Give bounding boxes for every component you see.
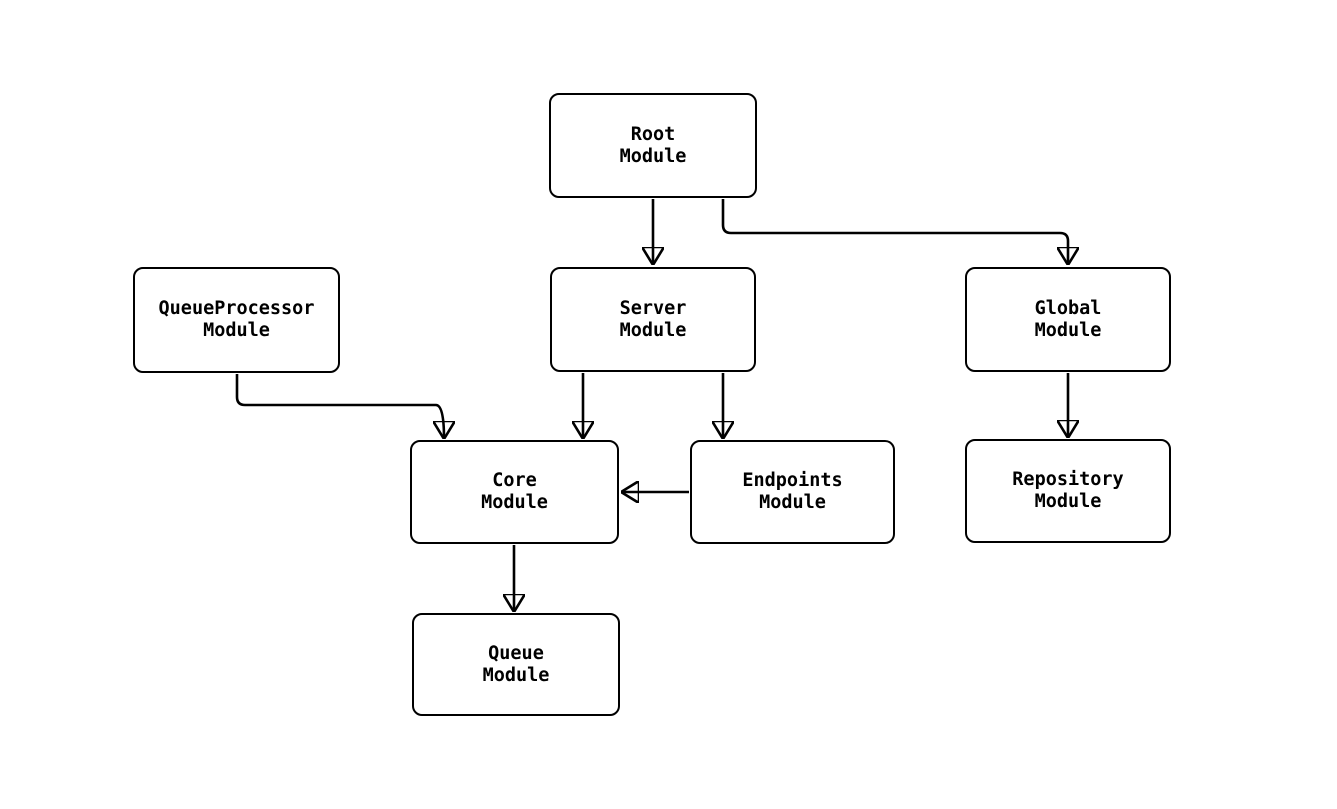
- node-root-module: Root Module: [549, 93, 757, 198]
- node-repository-line2: Module: [1034, 491, 1102, 512]
- node-endpoints-line1: Endpoints: [742, 470, 843, 491]
- node-repository-module: Repository Module: [965, 439, 1171, 543]
- node-queue-line1: Queue: [488, 642, 544, 664]
- node-endpoints-module: Endpoints Module: [690, 440, 895, 544]
- node-queueprocessor-line2: Module: [203, 320, 270, 341]
- node-core-module: Core Module: [410, 440, 619, 544]
- node-global-line1: Global: [1034, 297, 1102, 319]
- node-endpoints-module-label: Endpoints Module: [742, 470, 842, 514]
- node-repository-line1: Repository: [1012, 469, 1124, 490]
- node-queue-module: Queue Module: [412, 613, 620, 716]
- node-repository-module-label: Repository Module: [1012, 469, 1123, 513]
- node-queue-line2: Module: [482, 664, 550, 686]
- node-server-module: Server Module: [550, 267, 756, 372]
- node-core-line2: Module: [481, 492, 548, 513]
- node-global-line2: Module: [1034, 319, 1102, 341]
- node-queue-module-label: Queue Module: [483, 643, 550, 687]
- node-server-module-label: Server Module: [620, 298, 687, 342]
- node-queueprocessor-module: QueueProcessor Module: [133, 267, 340, 373]
- node-endpoints-line2: Module: [759, 492, 826, 513]
- node-root-module-label: Root Module: [620, 124, 687, 168]
- edge-root-to-global: [721, 199, 1068, 264]
- node-core-line1: Core: [492, 470, 537, 491]
- node-server-line2: Module: [619, 319, 687, 341]
- node-root-line1: Root: [630, 123, 676, 145]
- node-queueprocessor-module-label: QueueProcessor Module: [159, 298, 315, 342]
- node-core-module-label: Core Module: [481, 470, 548, 514]
- node-queueprocessor-line1: QueueProcessor: [158, 298, 315, 319]
- node-server-line1: Server: [619, 297, 687, 319]
- node-root-line2: Module: [619, 145, 687, 167]
- node-global-module-label: Global Module: [1035, 298, 1102, 342]
- node-global-module: Global Module: [965, 267, 1171, 372]
- edge-queueprocessor-to-core: [235, 374, 444, 438]
